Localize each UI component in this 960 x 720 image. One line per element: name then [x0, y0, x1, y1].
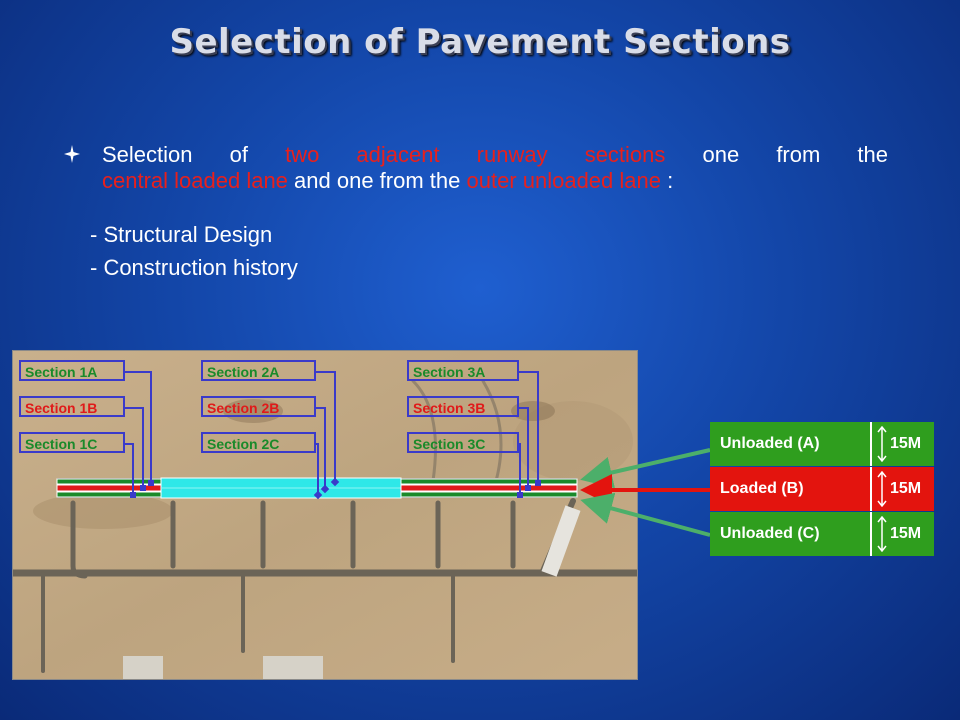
bullet-line-2: central loaded lane and one from the out…: [102, 168, 888, 194]
section-1a-label: Section 1A: [19, 360, 125, 381]
aerial-map-image: [13, 351, 637, 679]
bullet-text-highlight: outer unloaded lane: [466, 168, 661, 193]
section-2c-label: Section 2C: [201, 432, 316, 453]
sub-item-structural-design: - Structural Design: [90, 222, 273, 247]
airplane-icon: [64, 145, 80, 163]
arrow-unloaded-a: [580, 448, 711, 489]
section-1b-label: Section 1B: [19, 396, 125, 417]
legend-row-unloaded-a: Unloaded (A) 15M: [710, 422, 934, 467]
bullet-text-highlight: two adjacent runway sections: [285, 142, 703, 167]
section-1c-label: Section 1C: [19, 432, 125, 453]
bullet-line-1: Selection of two adjacent runway section…: [102, 142, 888, 168]
bullet-text-plain: Selection of: [102, 142, 286, 167]
lane-legend: Unloaded (A) 15M Loaded (B) 15M Unloaded…: [710, 422, 934, 557]
sub-item-construction-history: - Construction history: [90, 255, 298, 280]
lane-arrows: [580, 448, 711, 537]
section-3c-label: Section 3C: [407, 432, 519, 453]
legend-lane-label: Unloaded (A): [710, 422, 870, 466]
legend-lane-label: Unloaded (C): [710, 512, 870, 556]
double-arrow-icon: [877, 516, 887, 552]
legend-row-loaded-b: Loaded (B) 15M: [710, 467, 934, 512]
double-arrow-icon: [877, 471, 887, 507]
slide-title: Selection of Pavement Sections: [169, 22, 791, 62]
section-2b-label: Section 2B: [201, 396, 316, 417]
bullet-text-plain: and one from the: [287, 168, 467, 193]
bullet-text-plain: one from the: [702, 142, 889, 167]
legend-row-unloaded-c: Unloaded (C) 15M: [710, 512, 934, 557]
section-3a-label: Section 3A: [407, 360, 519, 381]
bullet-text-plain: :: [660, 168, 674, 193]
legend-lane-label: Loaded (B): [710, 467, 870, 511]
aerial-map: Section 1A Section 1B Section 1C Section…: [12, 350, 638, 680]
double-arrow-icon: [877, 426, 887, 462]
bullet-text-highlight: central loaded lane: [102, 168, 288, 193]
arrow-unloaded-c: [580, 492, 711, 537]
section-2a-label: Section 2A: [201, 360, 316, 381]
section-3b-label: Section 3B: [407, 396, 519, 417]
